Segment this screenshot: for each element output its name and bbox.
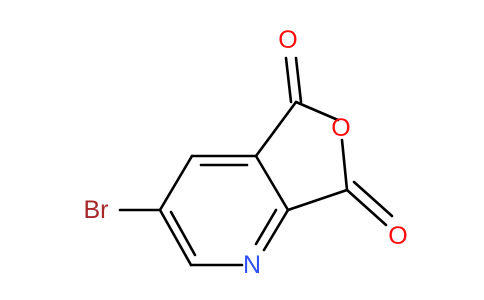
atom-o-ring: O <box>331 114 350 142</box>
bond-c-bottom-o-bottom-a <box>345 188 388 227</box>
bond-c5-c3 <box>158 154 194 212</box>
bond-c-bottom-c7a <box>286 188 349 212</box>
bond-c6-c5 <box>158 208 193 267</box>
atom-br: Br <box>84 196 109 224</box>
bond-c7a-n <box>262 208 290 252</box>
bond-c4-c7a <box>254 154 290 212</box>
bond-c-top-o-ring <box>294 100 340 122</box>
bond-c7a-n-double <box>254 208 278 246</box>
bond-c-top-o-top-b <box>294 56 303 104</box>
bond-c6-c5-double <box>169 210 197 257</box>
bond-o-ring-c-bottom <box>340 138 349 192</box>
bond-c-bottom-o-bottom-b <box>352 180 394 218</box>
bond-c4-c-top <box>254 100 298 158</box>
atom-o-top: O <box>278 26 297 54</box>
bond-c-top-o-top-a <box>284 56 293 104</box>
atom-o-bottom: O <box>388 222 407 250</box>
atom-n: N <box>243 251 261 279</box>
